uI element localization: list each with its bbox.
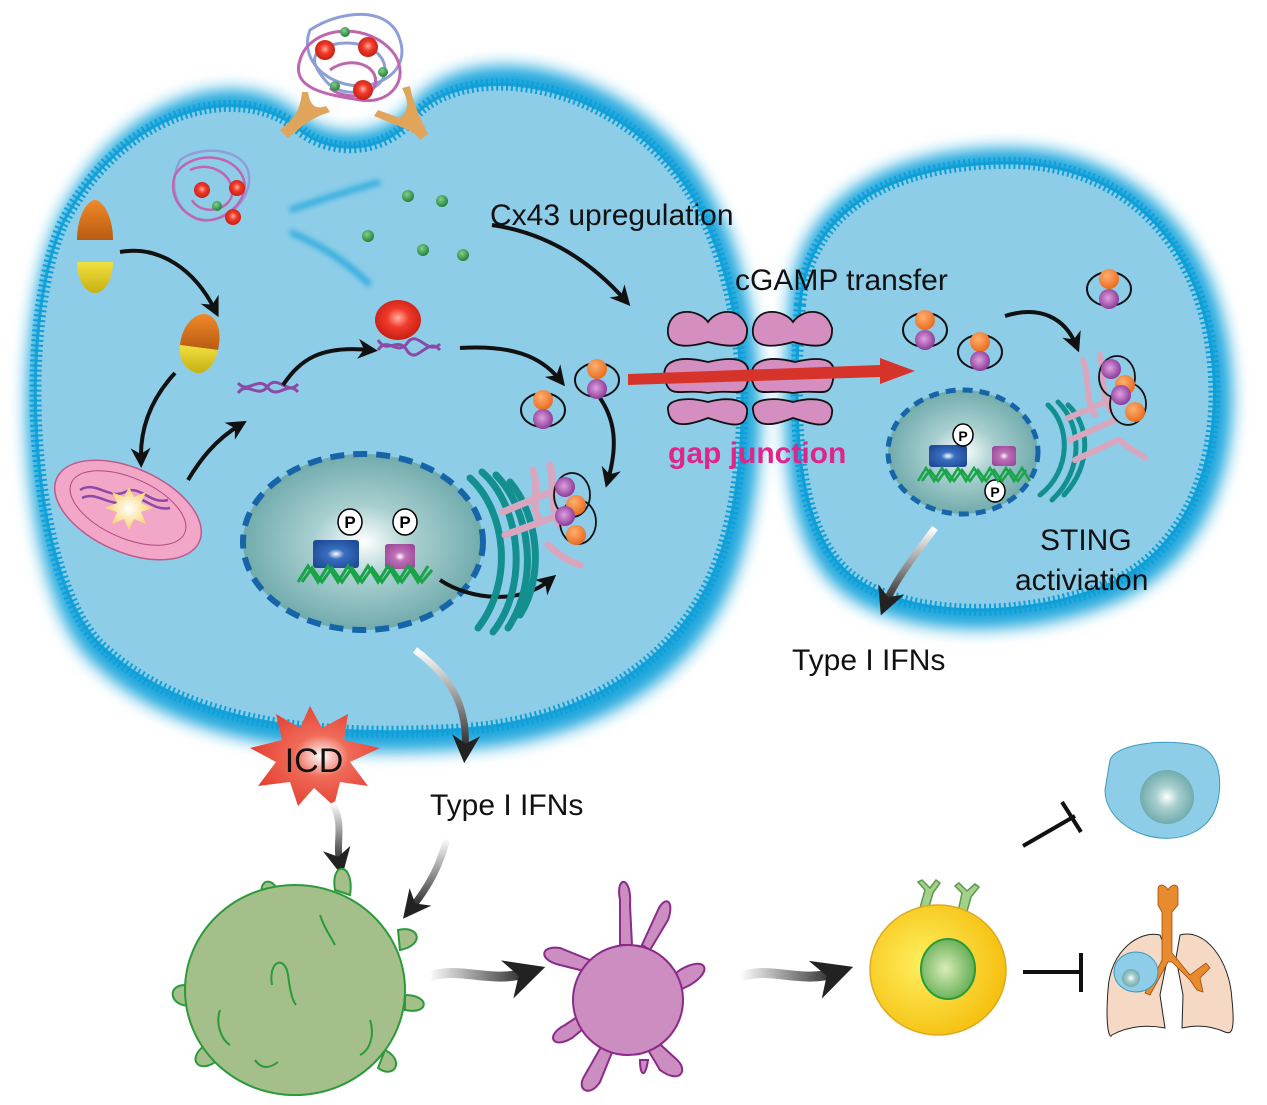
- nanoparticle-complex-entering: [280, 12, 428, 140]
- capsule-separated: [77, 200, 113, 293]
- cgamp-molecule: [1086, 269, 1132, 309]
- type-i-ifn-label-left: Type I IFNs: [430, 789, 583, 822]
- dendritic-cell-immature: [171, 867, 425, 1096]
- cytosolic-dna: [236, 380, 300, 395]
- cgamp-transfer-label: cGAMP transfer: [735, 264, 948, 297]
- phospho-badge: P: [984, 479, 1006, 503]
- cx43-upregulation-label: Cx43 upregulation: [490, 199, 734, 232]
- sting-activation-label-line2: activiation: [1015, 564, 1148, 597]
- er-sting-left: [466, 461, 597, 636]
- ifn-to-dc-arrow: [403, 837, 451, 919]
- nucleus-right: P P: [885, 387, 1041, 517]
- endosome-rupture-streaks: [289, 179, 381, 287]
- ifn-secretion-arrow-left: [412, 647, 481, 764]
- endoplasmic-reticulum: [466, 468, 539, 636]
- pathway-arrows-left: [119, 223, 631, 488]
- dendritic-cell-mature: [543, 880, 706, 1092]
- tbk1-protein: [929, 445, 967, 467]
- cgamp-molecule: [902, 310, 948, 350]
- left-cell-cytoplasm: [35, 84, 743, 732]
- phospho-label: P: [399, 513, 410, 532]
- cgamp-bound-sting: [553, 472, 597, 545]
- tumor-cell: [1104, 741, 1221, 839]
- sting-binding-arrow: [1004, 310, 1081, 353]
- sting-dimer: [499, 461, 584, 569]
- nuclear-dna: [296, 563, 434, 585]
- dc-maturation-arrow: [426, 960, 546, 999]
- cgamp-molecules-right: [902, 269, 1132, 371]
- endoplasmic-reticulum: [1037, 399, 1088, 503]
- t-cell-activation-arrow: [738, 960, 854, 999]
- cgamp-molecule: [957, 332, 1003, 371]
- trachea: [1144, 884, 1211, 996]
- inhibition-to-tumor-cell: [1022, 800, 1083, 848]
- right-lung: [1175, 933, 1234, 1034]
- nuclear-dna: [916, 465, 1032, 484]
- mitochondrion: [53, 459, 203, 561]
- phospho-badge: P: [952, 423, 974, 447]
- phospho-label: P: [344, 513, 355, 532]
- left-cell: [26, 65, 761, 752]
- sting-dimer: [1065, 352, 1148, 463]
- tcr-receptors: [916, 878, 981, 916]
- phospho-label: P: [958, 428, 967, 444]
- phospho-badge: P: [337, 508, 363, 536]
- ifn-secretion-arrow-right: [878, 525, 938, 616]
- nanoparticle-complex-internalized: [171, 149, 251, 225]
- t-cell: [869, 878, 1007, 1036]
- icd-label: ICD: [285, 742, 344, 780]
- phospho-badge: P: [392, 508, 418, 536]
- er-sting-right: [1037, 352, 1148, 503]
- icd-burst: ICD: [250, 706, 380, 806]
- gap-junction: [628, 310, 915, 426]
- receptor-left: [280, 92, 330, 138]
- phospho-label: P: [990, 484, 999, 500]
- damage-burst-icon: [105, 487, 153, 530]
- cgamp-molecules-left: [520, 359, 620, 429]
- receptor-right: [374, 86, 428, 140]
- sting-activation-label-line1: STING: [1040, 524, 1132, 557]
- cgamp-bound-sting: [1098, 355, 1147, 426]
- irf3-protein: [992, 446, 1016, 466]
- released-payload-particles: [362, 190, 469, 261]
- cgamp-transfer-arrow: [628, 358, 915, 385]
- type-i-ifn-label-right: Type I IFNs: [792, 644, 945, 677]
- cgamp-molecule: [574, 359, 620, 399]
- icd-to-dc-arrow: [322, 801, 351, 876]
- tbk1-protein: [313, 540, 359, 568]
- irf3-protein: [385, 544, 415, 569]
- inhibition-to-lung-tumor: [1023, 953, 1083, 992]
- cgamp-molecule: [520, 390, 566, 429]
- cgas-bound-dna: [375, 300, 442, 357]
- capsule-joined: [179, 313, 220, 374]
- gap-junction-label: gap junction: [668, 437, 846, 470]
- right-cell: [785, 147, 1233, 629]
- lung-tumor: [1106, 884, 1234, 1037]
- right-cell-cytoplasm: [796, 162, 1215, 610]
